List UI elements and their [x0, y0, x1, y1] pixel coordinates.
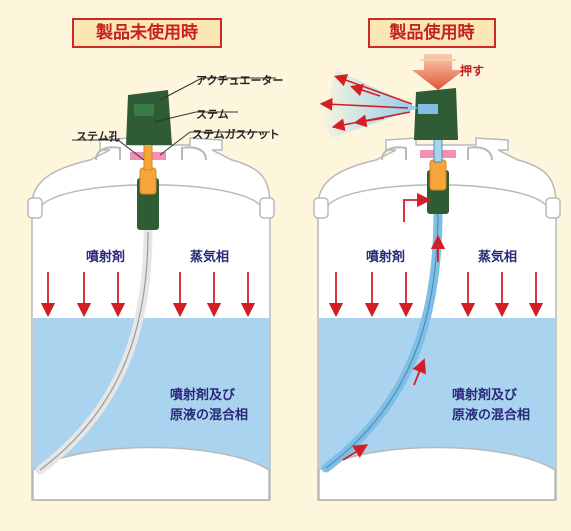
left-actuator: [126, 90, 172, 145]
right-vapor-label: 蒸気相: [478, 250, 518, 265]
left-panel-title: 製品未使用時: [72, 18, 222, 48]
push-arrow: [412, 54, 464, 90]
spray-cone: [322, 70, 418, 138]
left-mixed-phase-line2: 原液の混合相: [170, 408, 249, 423]
stem-gasket-label: ステムガスケット: [192, 128, 280, 141]
actuator-label: アクチュエーター: [196, 74, 284, 87]
right-panel-title: 製品使用時: [368, 18, 496, 48]
left-can-rim-left: [27, 197, 43, 219]
push-label: 押す: [460, 64, 485, 78]
left-propellant-label: 噴射剤: [86, 250, 126, 265]
stem-hole-label: ステム孔: [76, 130, 120, 143]
left-can-rim-right: [259, 197, 275, 219]
left-can: [27, 77, 276, 501]
left-mixed-phase-label: 噴射剤及び 原液の混合相: [170, 386, 248, 426]
left-vapor-label: 蒸気相: [190, 250, 230, 265]
left-mixed-phase-line1: 噴射剤及び: [170, 388, 236, 403]
right-can-rim-right: [545, 197, 561, 219]
right-propellant-label: 噴射剤: [366, 250, 406, 265]
left-valve-body: [139, 167, 157, 195]
left-mounting-cup: [95, 146, 207, 161]
right-valve-body: [429, 159, 447, 191]
right-can-rim-left: [313, 197, 329, 219]
right-can: [313, 54, 561, 501]
right-mixed-phase-label: 噴射剤及び 原液の混合相: [452, 386, 530, 426]
right-mixed-phase-line2: 原液の混合相: [452, 408, 531, 423]
stem-label: ステム: [196, 108, 229, 121]
right-mixed-phase-line1: 噴射剤及び: [452, 388, 518, 403]
